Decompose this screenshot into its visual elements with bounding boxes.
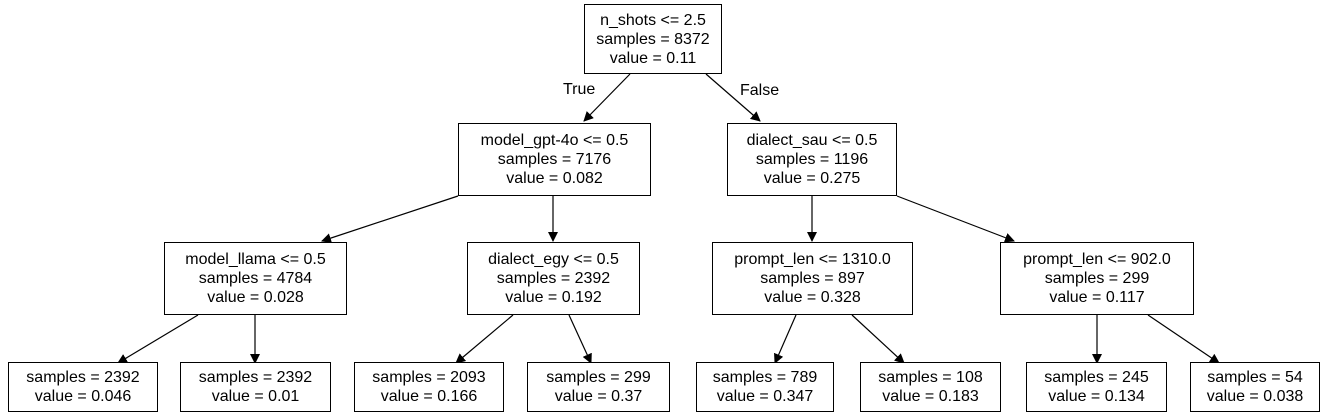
node-condition: model_gpt-4o <= 0.5 bbox=[480, 132, 629, 149]
leaf-node: samples = 2392 value = 0.046 bbox=[8, 362, 158, 412]
node-samples: samples = 897 bbox=[760, 270, 865, 287]
node-samples: samples = 4784 bbox=[198, 270, 313, 287]
node-samples: samples = 54 bbox=[1207, 369, 1303, 386]
edge-l2d-leaf8 bbox=[1147, 314, 1220, 364]
node-samples: samples = 789 bbox=[712, 369, 818, 386]
leaf-node: samples = 245 value = 0.134 bbox=[1026, 362, 1167, 412]
node-samples: samples = 1196 bbox=[755, 151, 869, 168]
true-edge-label: True bbox=[563, 81, 596, 98]
node-value: value = 0.134 bbox=[1048, 388, 1145, 405]
edge-l2c-leaf6 bbox=[851, 314, 905, 364]
node-model-gpt4o: model_gpt-4o <= 0.5 samples = 7176 value… bbox=[458, 123, 651, 196]
node-samples: samples = 299 bbox=[546, 369, 651, 386]
node-samples: samples = 2392 bbox=[26, 369, 140, 386]
leaf-node: samples = 789 value = 0.347 bbox=[696, 362, 834, 412]
node-samples: samples = 8372 bbox=[596, 30, 710, 48]
node-value: value = 0.166 bbox=[380, 388, 478, 405]
node-samples: samples = 245 bbox=[1044, 369, 1149, 386]
leaf-node: samples = 2392 value = 0.01 bbox=[180, 362, 331, 412]
edge-root-true bbox=[583, 73, 631, 122]
leaf-node: samples = 108 value = 0.183 bbox=[860, 362, 1001, 412]
node-prompt-len-1310: prompt_len <= 1310.0 samples = 897 value… bbox=[712, 242, 913, 315]
edge-l1b-l2d bbox=[896, 195, 1015, 243]
node-value: value = 0.117 bbox=[1049, 289, 1145, 306]
edge-l2b-leaf4 bbox=[568, 314, 592, 364]
edge-l1a-l2a bbox=[321, 195, 459, 243]
node-prompt-len-902: prompt_len <= 902.0 samples = 299 value … bbox=[1000, 242, 1194, 315]
node-value: value = 0.01 bbox=[211, 388, 300, 405]
node-condition: prompt_len <= 902.0 bbox=[1023, 251, 1171, 268]
root-node: n_shots <= 2.5 samples = 8372 value = 0.… bbox=[584, 4, 722, 74]
node-condition: model_llama <= 0.5 bbox=[185, 251, 326, 268]
node-condition: n_shots <= 2.5 bbox=[600, 11, 706, 29]
node-value: value = 0.11 bbox=[609, 49, 697, 67]
node-value: value = 0.37 bbox=[554, 388, 643, 405]
node-value: value = 0.038 bbox=[1206, 388, 1304, 405]
edge-l2b-leaf3 bbox=[455, 314, 514, 364]
node-value: value = 0.347 bbox=[716, 388, 814, 405]
node-value: value = 0.328 bbox=[764, 289, 861, 306]
node-samples: samples = 2392 bbox=[496, 270, 611, 287]
leaf-node: samples = 2093 value = 0.166 bbox=[354, 362, 504, 412]
node-value: value = 0.275 bbox=[763, 170, 861, 187]
node-condition: dialect_egy <= 0.5 bbox=[488, 251, 619, 268]
edge-root-false bbox=[705, 73, 761, 122]
node-value: value = 0.082 bbox=[506, 170, 603, 187]
node-condition: dialect_sau <= 0.5 bbox=[746, 132, 878, 149]
leaf-node: samples = 299 value = 0.37 bbox=[527, 362, 670, 412]
node-samples: samples = 299 bbox=[1044, 270, 1150, 287]
node-samples: samples = 7176 bbox=[497, 151, 612, 168]
node-value: value = 0.192 bbox=[505, 289, 602, 306]
node-model-llama: model_llama <= 0.5 samples = 4784 value … bbox=[164, 242, 347, 315]
false-edge-label: False bbox=[740, 82, 780, 99]
node-value: value = 0.183 bbox=[882, 388, 979, 405]
node-dialect-sau: dialect_sau <= 0.5 samples = 1196 value … bbox=[727, 123, 897, 196]
node-samples: samples = 108 bbox=[878, 369, 983, 386]
node-samples: samples = 2093 bbox=[372, 369, 486, 386]
node-condition: prompt_len <= 1310.0 bbox=[734, 251, 891, 268]
leaf-node: samples = 54 value = 0.038 bbox=[1190, 362, 1320, 412]
node-value: value = 0.028 bbox=[207, 289, 304, 306]
node-samples: samples = 2392 bbox=[198, 369, 313, 386]
edge-l2a-leaf1 bbox=[117, 314, 199, 364]
node-dialect-egy: dialect_egy <= 0.5 samples = 2392 value … bbox=[467, 242, 640, 315]
node-value: value = 0.046 bbox=[34, 388, 132, 405]
edge-l2c-leaf5 bbox=[774, 314, 797, 364]
